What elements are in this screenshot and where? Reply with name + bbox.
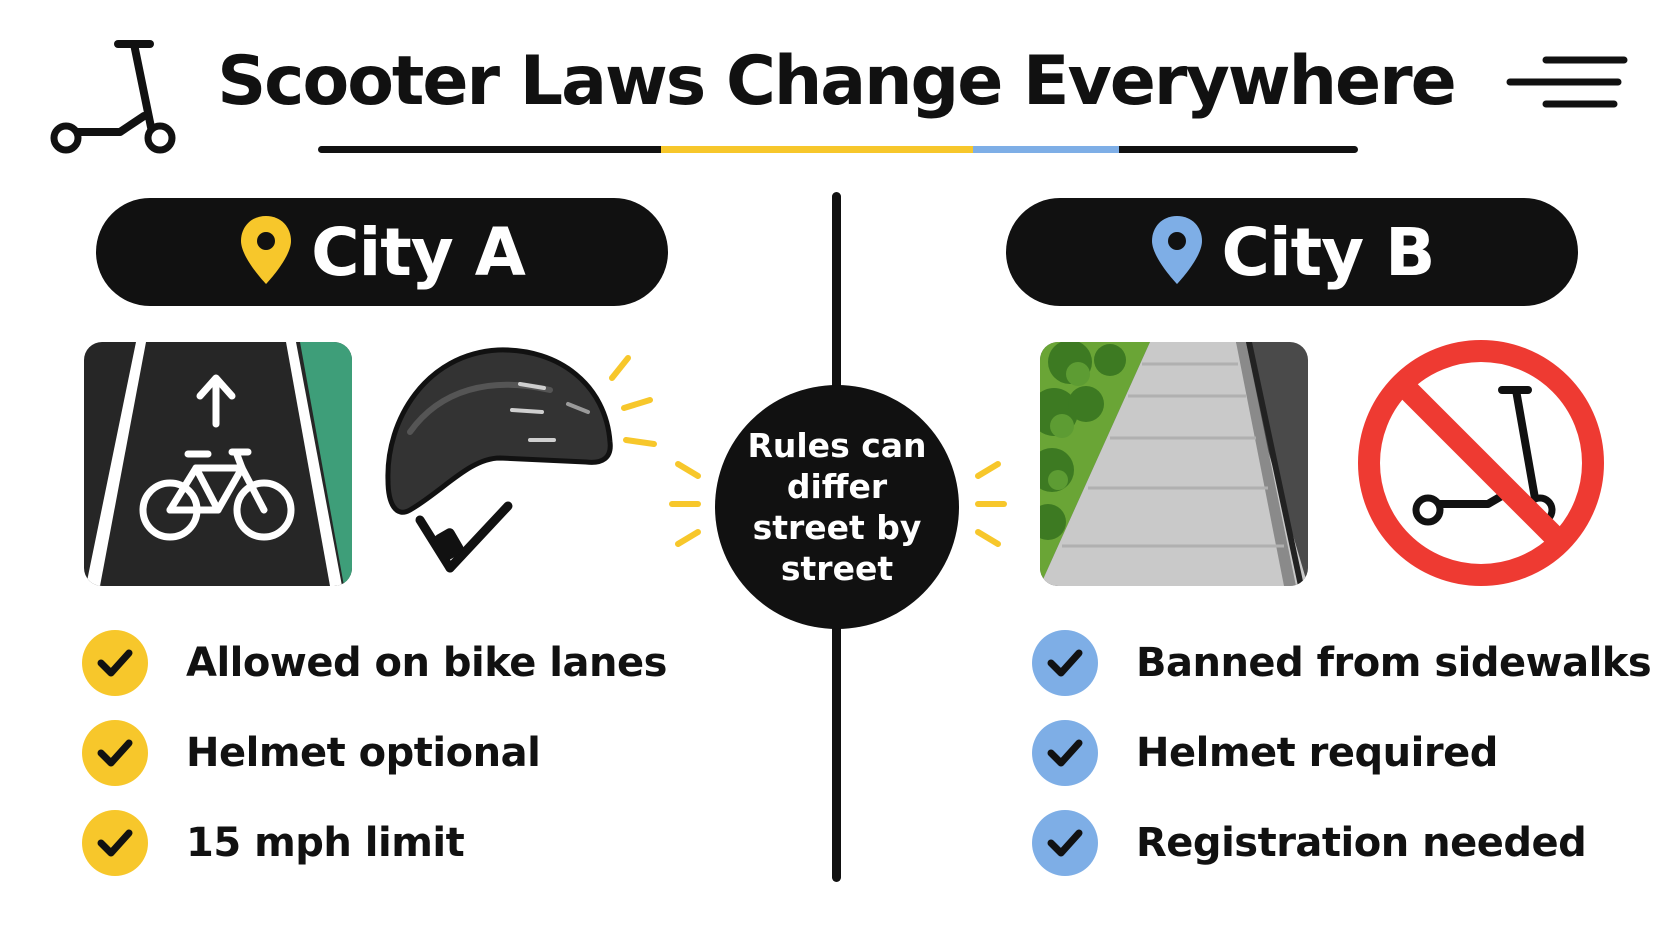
city-a-rules: Allowed on bike lanes Helmet optional 15… xyxy=(82,630,667,876)
sidewalk-icon xyxy=(1040,342,1308,586)
title-underline xyxy=(318,146,1358,153)
list-item: Allowed on bike lanes xyxy=(82,630,667,696)
city-b-rules: Banned from sidewalks Helmet required Re… xyxy=(1032,630,1652,876)
list-item: Helmet required xyxy=(1032,720,1651,786)
location-pin-icon xyxy=(239,214,293,290)
list-item: 15 mph limit xyxy=(82,810,667,876)
check-icon xyxy=(1032,630,1098,696)
city-a-label: City A xyxy=(311,213,526,291)
center-callout-text: Rules can differ street by street xyxy=(747,426,927,588)
location-pin-icon xyxy=(1150,214,1204,290)
rule-text: Allowed on bike lanes xyxy=(186,640,667,686)
list-item: Banned from sidewalks xyxy=(1032,630,1652,696)
no-scooter-icon xyxy=(1356,338,1606,588)
check-icon xyxy=(1032,810,1098,876)
rule-text: Helmet optional xyxy=(186,730,541,776)
rule-text: 15 mph limit xyxy=(186,820,465,866)
check-icon xyxy=(82,810,148,876)
bike-lane-icon xyxy=(84,342,352,586)
check-icon xyxy=(82,720,148,786)
check-icon xyxy=(82,630,148,696)
rule-text: Helmet required xyxy=(1136,730,1498,776)
city-a-header: City A xyxy=(96,198,668,306)
speed-lines-icon xyxy=(1506,54,1630,114)
rule-text: Registration needed xyxy=(1136,820,1587,866)
page-title: Scooter Laws Change Everywhere xyxy=(217,42,1457,121)
center-callout: Rules can differ street by street xyxy=(715,385,959,629)
bike-helmet-icon xyxy=(380,340,670,590)
city-b-label: City B xyxy=(1221,213,1436,291)
list-item: Registration needed xyxy=(1032,810,1651,876)
list-item: Helmet optional xyxy=(82,720,667,786)
scooter-icon xyxy=(46,36,176,156)
city-b-header: City B xyxy=(1006,198,1578,306)
check-icon xyxy=(1032,720,1098,786)
emphasis-sparks xyxy=(668,456,1008,556)
rule-text: Banned from sidewalks xyxy=(1136,640,1652,686)
